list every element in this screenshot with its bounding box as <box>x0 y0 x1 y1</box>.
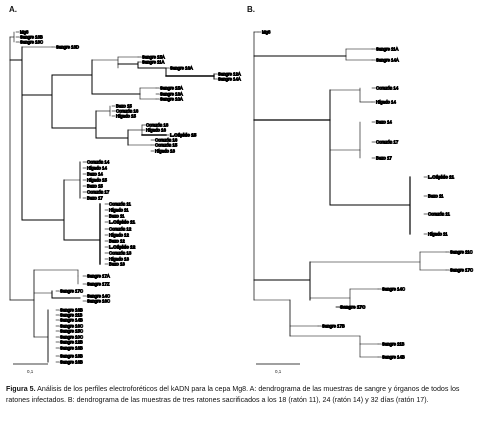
leaf-label: Sangre 13B <box>60 354 83 359</box>
leaf-label: L.Cúpido 11 <box>428 175 454 180</box>
leaf-label: Sangre 17A <box>87 274 110 279</box>
leaf-label: Sangre 16B <box>60 308 83 313</box>
leaf-label: Sangre 11B <box>60 313 83 318</box>
leaf-label: Sangre 14A <box>376 58 399 63</box>
leaf-label: Sangre 14C <box>87 294 110 299</box>
leaf-label: Sangre 16A <box>170 66 193 71</box>
leaf-label: Bazo 15 <box>87 184 103 189</box>
leaf-label: Sangre 15A <box>160 86 183 91</box>
caption-text: Análisis de los perfiles electroforético… <box>6 385 460 404</box>
leaf-label: Sangre 11A <box>142 60 165 65</box>
leaf-label: Hígado 11 <box>109 208 129 213</box>
leaf-label: Sangre 11A <box>376 47 399 52</box>
leaf-label: Bazo 17 <box>87 196 103 201</box>
leaf-label: L.Cúpido 11 <box>109 220 135 225</box>
leaf-label: Corazón 15 <box>155 143 178 148</box>
leaf-label: Sangre 13A <box>160 92 183 97</box>
leaf-label: Corazón 14 <box>87 160 110 165</box>
leaf-label: Corazón 16 <box>155 138 178 143</box>
leaf-label: Sangre 17C <box>450 268 473 273</box>
leaf-label: Sangre 14B <box>60 318 83 323</box>
figure-caption: Figura 5. Análisis de los perfiles elect… <box>6 384 480 406</box>
leaf-label: Sangre 14C <box>382 287 405 292</box>
leaf-label: Sangre 11B <box>382 342 405 347</box>
leaf-label: Sangre 18B <box>20 35 43 40</box>
leaf-label: Sangre 14B <box>382 355 405 360</box>
panel-a-scale-label: 0,1 <box>27 369 34 374</box>
leaf-label: Sangre 14A <box>218 77 241 82</box>
leaf-label: Sangre 16C <box>87 299 110 304</box>
leaf-label: Corazón 12 <box>109 227 132 232</box>
leaf-label: L.Cúpido 12 <box>109 245 136 250</box>
leaf-label: Sangre 12A <box>218 72 241 77</box>
leaf-label: Sangre 15C <box>60 329 83 334</box>
leaf-label: Sangre 10C <box>60 335 83 340</box>
leaf-label: Sangre 16B <box>60 346 83 351</box>
leaf-label: Bazo 14 <box>376 120 392 125</box>
leaf-label: Sangre 17B <box>322 324 345 329</box>
leaf-label: Sangre 18D <box>56 45 79 50</box>
leaf-label: Sangre 11C <box>450 250 473 255</box>
leaf-label: Mg8 <box>20 30 29 35</box>
panel-b-scale-label: 0,1 <box>275 369 282 374</box>
leaf-label: Bazo 11 <box>428 194 444 199</box>
leaf-label: Hígado 12 <box>109 233 129 238</box>
leaf-label: L.Cúpido 15 <box>170 133 197 138</box>
leaf-label: Hígado 16 <box>146 128 166 133</box>
caption-label: Figura 5. <box>6 385 36 393</box>
leaf-label: Sangre 17Z <box>87 282 110 287</box>
leaf-label: Corazón 16 <box>116 109 139 114</box>
leaf-label: Hígado 11 <box>428 232 448 237</box>
panel-b-label: B. <box>247 5 255 14</box>
leaf-label: Sangre 18C <box>20 40 43 45</box>
leaf-label: Mg8 <box>262 30 271 35</box>
leaf-label: Bazo 12 <box>109 239 125 244</box>
leaf-label: Corazón 11 <box>109 202 132 207</box>
leaf-label: Sangre 17C <box>340 305 366 310</box>
leaf-label: Sangre 16C <box>60 324 83 329</box>
leaf-label: Hígado 13 <box>109 257 129 262</box>
leaf-label: Bazo 11 <box>109 214 125 219</box>
leaf-label: Sangre 16B <box>60 360 83 365</box>
leaf-label: Corazón 11 <box>428 212 451 217</box>
leaf-label: Bazo 15 <box>116 104 132 109</box>
leaf-label: Corazón 14 <box>376 86 399 91</box>
leaf-label: Sangre 10A <box>160 97 183 102</box>
leaf-label: Bazo 14 <box>87 172 103 177</box>
leaf-label: Hígado 14 <box>376 100 396 105</box>
leaf-label: Corazón 17 <box>87 190 110 195</box>
leaf-label: Corazón 18 <box>146 123 169 128</box>
panel-a-label: A. <box>9 5 17 14</box>
leaf-label: Hígado 15 <box>116 114 136 119</box>
leaf-label: Bazo 13 <box>109 262 125 267</box>
leaf-label: Hígado 15 <box>87 178 107 183</box>
leaf-label: Hígado 14 <box>87 166 107 171</box>
leaf-label: Sangre 17C <box>60 289 83 294</box>
leaf-label: Corazón 13 <box>109 251 132 256</box>
leaf-label: Hígado 18 <box>155 149 175 154</box>
leaf-label: Corazón 17 <box>376 140 399 145</box>
leaf-label: Bazo 17 <box>376 156 392 161</box>
leaf-label: Sangre 15A <box>142 55 165 60</box>
leaf-label: Sangre 12B <box>60 340 83 345</box>
